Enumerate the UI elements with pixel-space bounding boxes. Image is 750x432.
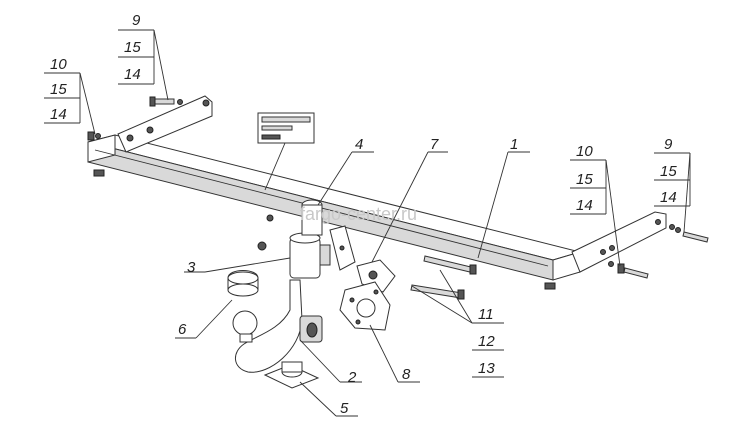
callout-6: 6 <box>178 321 187 338</box>
callout-left-side-2: 14 <box>50 106 67 123</box>
watermark: fargo-center.ru <box>300 204 417 224</box>
long-bolt-upper <box>423 255 477 275</box>
callout-left-top-1: 15 <box>124 39 141 56</box>
callout-8: 8 <box>402 366 411 383</box>
nameplate <box>257 112 315 191</box>
right-bracket <box>571 211 667 273</box>
callout-right-inner-0: 10 <box>576 143 593 160</box>
bolt-right-outer <box>669 224 709 243</box>
callout-left-top-2: 14 <box>124 66 141 83</box>
callout-2: 2 <box>347 369 357 386</box>
left-bracket <box>117 95 213 153</box>
removable-hook <box>235 279 323 373</box>
callout-7: 7 <box>430 136 439 153</box>
ball-socket-housing <box>257 199 331 279</box>
ball-cap <box>227 270 259 297</box>
callout-left-side-1: 15 <box>50 81 67 98</box>
callout-bottom-right-1: 12 <box>478 333 495 350</box>
bolt-right-inner <box>608 261 649 279</box>
callout-1: 1 <box>510 136 518 153</box>
callout-right-outer-0: 9 <box>664 136 673 153</box>
bolt-left-side <box>87 131 101 141</box>
callout-right-inner-1: 15 <box>576 171 593 188</box>
bolt-left-top <box>149 96 183 107</box>
callout-5: 5 <box>340 400 349 417</box>
callout-left-side-0: 10 <box>50 56 67 73</box>
socket-cover <box>263 361 320 389</box>
callout-left-top-0: 9 <box>132 12 141 29</box>
callout-bottom-right-2: 13 <box>478 360 495 377</box>
long-bolt-lower <box>410 284 465 300</box>
callout-4: 4 <box>355 136 363 153</box>
callout-right-outer-1: 15 <box>660 163 677 180</box>
tow-ball <box>232 310 258 343</box>
callout-bottom-right-0: 11 <box>478 306 494 323</box>
side-plate-lower <box>339 281 391 331</box>
mount-bracket <box>329 225 356 271</box>
callout-right-inner-2: 14 <box>576 197 593 214</box>
callout-right-outer-2: 14 <box>660 189 677 206</box>
callout-3: 3 <box>187 259 196 276</box>
leader-lines <box>44 29 691 417</box>
